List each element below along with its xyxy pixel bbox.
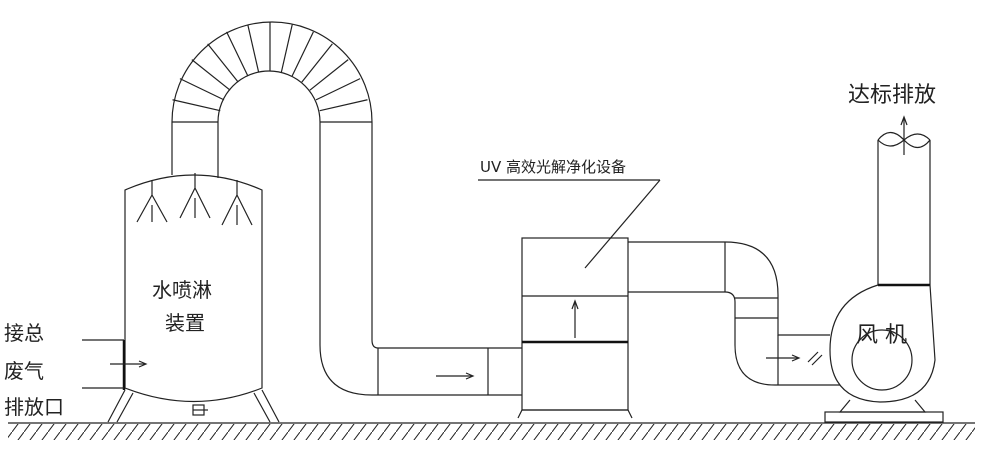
arch-segment-line [280, 24, 293, 73]
ground [8, 422, 975, 440]
arch-segment-line [207, 43, 239, 83]
arch-segment-line [309, 59, 349, 91]
arch-segment-line [172, 99, 221, 112]
fan-label: 风 机 [856, 323, 907, 348]
arch-segment-line [301, 43, 333, 83]
outlet-duct [628, 241, 840, 386]
inlet-label-line1: 接总 [4, 321, 44, 345]
spray-nozzles [136, 173, 253, 226]
arch-segment-line [291, 31, 314, 77]
arch-segment-line [315, 78, 361, 101]
inlet-label-line3: 排放口 [4, 395, 64, 419]
fan [824, 115, 944, 423]
uv-photolysis-device [478, 179, 661, 419]
water-spray-scrubber [82, 173, 280, 423]
scrubber-label-line1: 水喷淋 [152, 278, 212, 302]
uv-device-label: UV 高效光解净化设备 [480, 158, 626, 176]
arch-segment-line [191, 59, 231, 91]
exhaust-label: 达标排放 [848, 83, 936, 108]
inlet-label-line2: 废气 [4, 359, 44, 383]
arch-segment-line [179, 78, 225, 101]
arch-segment-line [319, 99, 368, 112]
arch-duct [171, 21, 522, 396]
arch-segment-line [247, 24, 260, 73]
scrubber-label-line2: 装置 [165, 311, 205, 335]
arch-segment-line [226, 31, 249, 77]
